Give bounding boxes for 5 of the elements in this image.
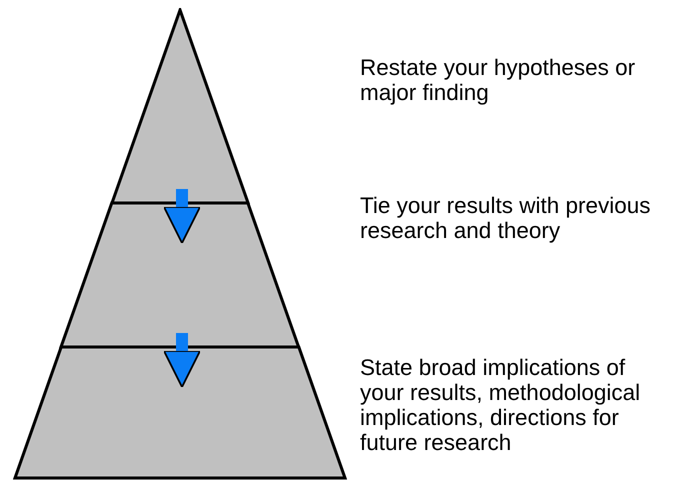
side-caption: State broad implications of your results, methodological implications, directions for future research [360,355,642,455]
arrow [163,189,201,244]
side-caption: Restate your hypotheses or major finding [360,55,636,105]
side-caption: Tie your results with previous research and theory [360,193,652,243]
arrow [163,333,201,388]
